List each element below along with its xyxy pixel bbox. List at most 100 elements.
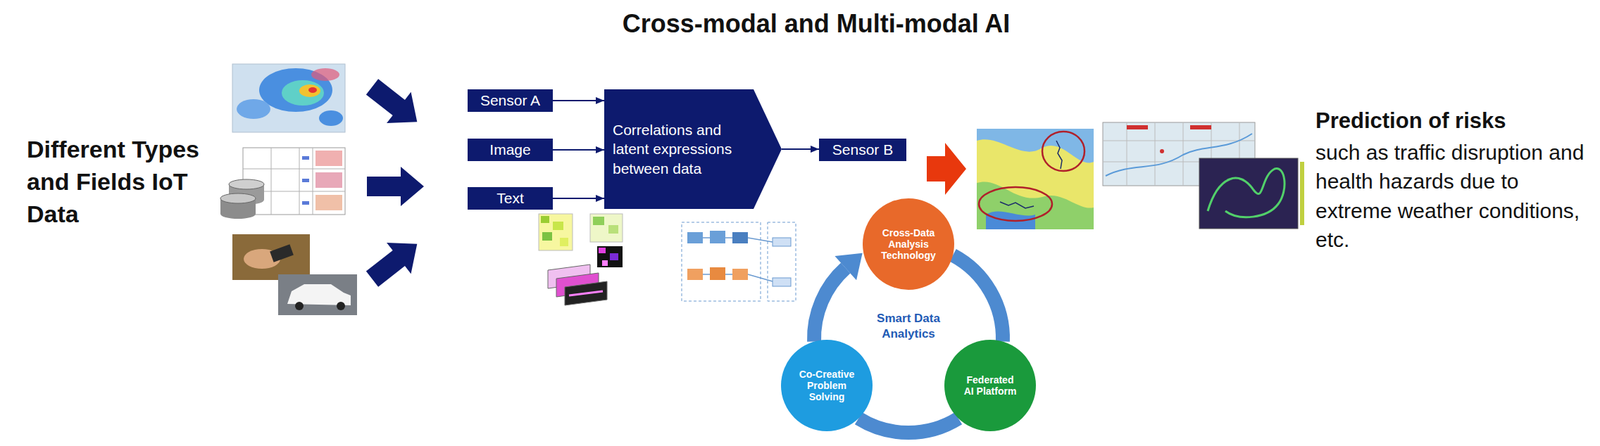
- car-wheel: [295, 302, 304, 311]
- layer-link: [702, 237, 710, 239]
- arrow-head: [834, 253, 862, 281]
- heatmap-cell: [598, 247, 606, 254]
- output-arrow: [926, 142, 967, 196]
- layer-link: [725, 273, 733, 276]
- layer-block: [732, 269, 748, 281]
- database-icon: [220, 179, 265, 220]
- connector: [781, 145, 820, 153]
- heatmap: [538, 214, 573, 251]
- process-box: Sensor B: [819, 138, 907, 162]
- free-label: Smart Data Analytics: [867, 311, 950, 343]
- cylinder-top: [220, 193, 256, 204]
- free-label: Prediction of risks: [1315, 107, 1592, 136]
- layer-block: [772, 278, 791, 287]
- process-circle: Co-Creative Problem Solving: [780, 340, 873, 432]
- device: [269, 244, 294, 262]
- hazard-map: [1199, 158, 1305, 229]
- node-text: Correlations and latent expressions betw…: [604, 120, 751, 179]
- arrow-head: [595, 97, 605, 105]
- photo-ground: [278, 274, 358, 316]
- layer-block: [709, 267, 726, 281]
- dashed-frame: [681, 222, 761, 302]
- label-text: Prediction of risks: [1315, 107, 1592, 136]
- rain-blob: [281, 80, 324, 106]
- connector: [552, 195, 605, 203]
- table-rule: [242, 169, 346, 170]
- layer-link: [702, 273, 710, 276]
- layer-block: [709, 230, 726, 244]
- heatmap-cell: [542, 232, 553, 241]
- arrow-head: [595, 146, 605, 154]
- rain-blob: [311, 68, 340, 81]
- cycle-arc: [814, 268, 846, 342]
- table-rule: [299, 147, 300, 215]
- node-text: Sensor B: [832, 140, 893, 159]
- heatmap-cell: [552, 221, 564, 231]
- cylinder-bottom: [220, 209, 256, 220]
- connector: [552, 146, 605, 154]
- node-text: Image: [489, 140, 531, 159]
- map-area: [976, 181, 1094, 230]
- input-arrow: [366, 166, 424, 207]
- process-box: Sensor A: [467, 89, 553, 112]
- map-marker: [1159, 149, 1165, 154]
- table-rule: [271, 147, 272, 215]
- heatmap-cell: [602, 260, 608, 267]
- node-text: Cross-Data Analysis Technology: [878, 227, 939, 262]
- free-label: Different Types and Fields IoT Data: [26, 133, 231, 231]
- heatmap-figures: [538, 214, 623, 306]
- layer-link: [747, 238, 773, 243]
- heatmap-cell: [609, 253, 619, 261]
- risk-circle: [978, 187, 1053, 222]
- table-dot: [302, 201, 310, 205]
- car-wheel: [336, 302, 346, 311]
- pentagon-block: Correlations and latent expressions betw…: [604, 89, 782, 210]
- photo-ground: [232, 234, 310, 281]
- table-rule: [312, 147, 314, 215]
- risk-circle: [1042, 131, 1085, 172]
- cycle-arc: [952, 255, 1003, 343]
- car-photo: [278, 274, 358, 316]
- node-text: Sensor A: [480, 91, 541, 110]
- process-box: Text: [467, 187, 553, 210]
- heatmap-cell: [608, 225, 619, 234]
- input-arrow: [359, 71, 429, 138]
- pentagon-fill: [604, 89, 782, 210]
- map-marker: [1190, 125, 1212, 130]
- arrow-head: [810, 145, 820, 153]
- weather-map-thumbnail: [232, 64, 346, 133]
- process-circle: Cross-Data Analysis Technology: [862, 198, 955, 291]
- table-dot: [302, 178, 310, 183]
- layer-link: [725, 237, 733, 239]
- diagram-title: Cross-modal and Multi-modal AI: [464, 8, 1169, 39]
- layer-block: [687, 269, 703, 281]
- rain-blob: [236, 99, 271, 120]
- label-text: Different Types and Fields IoT Data: [26, 133, 231, 231]
- heatmap-layer: [564, 281, 608, 306]
- network-figure: [681, 222, 796, 302]
- map-ground: [1199, 158, 1298, 229]
- map-trace: [1000, 202, 1034, 209]
- layer-link: [747, 274, 773, 282]
- arrow-head: [595, 195, 605, 203]
- label-text: such as traffic disruption and health ha…: [1315, 138, 1592, 255]
- heatmap: [597, 246, 623, 268]
- heatmap-stripe: [569, 291, 603, 296]
- connector: [858, 419, 959, 434]
- table-map: [315, 150, 343, 167]
- risk-map: [976, 128, 1094, 230]
- title-text: Cross-modal and Multi-modal AI: [464, 8, 1169, 39]
- sensor-photo: [232, 234, 310, 281]
- rain-blob: [308, 87, 317, 93]
- free-label: such as traffic disruption and health ha…: [1315, 138, 1592, 255]
- map-trace: [1056, 140, 1062, 170]
- map-marker: [1126, 125, 1148, 130]
- layer-block: [687, 232, 703, 244]
- rain-blob: [299, 84, 321, 98]
- layer-block: [732, 232, 748, 244]
- map-ground: [976, 128, 1094, 230]
- input-arrow: [359, 228, 429, 296]
- map-grid: [1102, 140, 1255, 142]
- heatmap-cell: [592, 216, 605, 226]
